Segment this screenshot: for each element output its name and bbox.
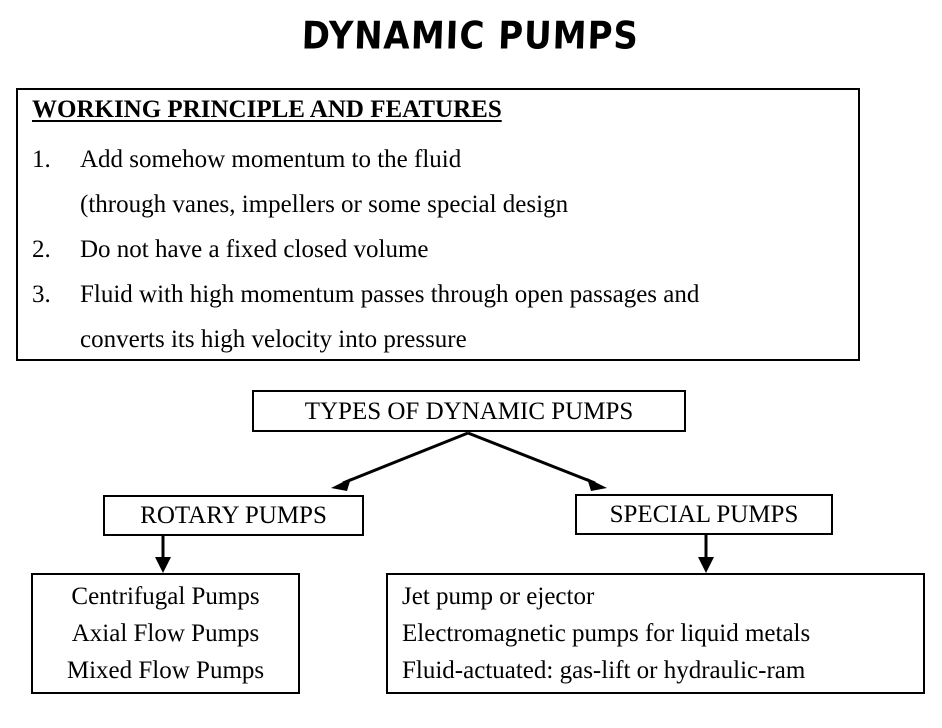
flowchart-node-special-pumps: SPECIAL PUMPS (575, 494, 833, 535)
node-label: TYPES OF DYNAMIC PUMPS (304, 397, 634, 425)
list-item-text: Add somehow momentum to the fluid (throu… (80, 137, 852, 227)
list-item-number: 1. (32, 146, 51, 173)
list-item-number: 2. (32, 236, 51, 263)
node-list-line: Axial Flow Pumps (71, 620, 260, 647)
list-item-line: (through vanes, impellers or some specia… (80, 191, 569, 218)
flowchart-node-rotary-pumps: ROTARY PUMPS (103, 495, 364, 536)
node-list-line: Fluid-actuated: gas-lift or hydraulic-ra… (402, 657, 806, 684)
list-item-text: Fluid with high momentum passes through … (80, 272, 852, 362)
list-item-line: converts its high velocity into pressure (80, 326, 467, 353)
node-label: SPECIAL PUMPS (609, 501, 799, 528)
list-item-line: Do not have a fixed closed volume (80, 236, 429, 263)
node-label: ROTARY PUMPS (140, 502, 327, 529)
node-list-line: Electromagnetic pumps for liquid metals (402, 620, 811, 647)
list-item: 2. Do not have a fixed closed volume (28, 227, 852, 272)
list-item-number: 3. (32, 281, 51, 308)
working-principle-list: 1. Add somehow momentum to the fluid (th… (28, 137, 852, 362)
node-list-line: Mixed Flow Pumps (66, 657, 265, 684)
list-item-text: Do not have a fixed closed volume (80, 227, 852, 272)
flowchart-node-rotary-pump-types: Centrifugal Pumps Axial Flow Pumps Mixed… (31, 573, 300, 694)
node-list-line: Jet pump or ejector (402, 583, 595, 610)
list-item: 1. Add somehow momentum to the fluid (th… (28, 137, 852, 227)
working-principle-heading: WORKING PRINCIPLE AND FEATURES (32, 96, 502, 123)
list-item: 3. Fluid with high momentum passes throu… (28, 272, 852, 362)
arrow-rotary-to-rotary-types (155, 536, 171, 573)
flowchart-node-special-pump-types: Jet pump or ejector Electromagnetic pump… (386, 573, 925, 694)
page-title: DYNAMIC PUMPS (301, 14, 640, 59)
arrow-special-to-special-types (698, 535, 714, 573)
arrow-types-to-special (467, 431, 607, 491)
working-principle-box: WORKING PRINCIPLE AND FEATURES 1. Add so… (16, 88, 860, 361)
list-item-line: Fluid with high momentum passes through … (80, 281, 700, 308)
node-list-line: Centrifugal Pumps (71, 583, 260, 610)
list-item-line: Add somehow momentum to the fluid (80, 146, 462, 173)
flowchart-node-types-of-dynamic-pumps: TYPES OF DYNAMIC PUMPS (252, 390, 686, 432)
arrow-types-to-rotary (331, 431, 469, 491)
